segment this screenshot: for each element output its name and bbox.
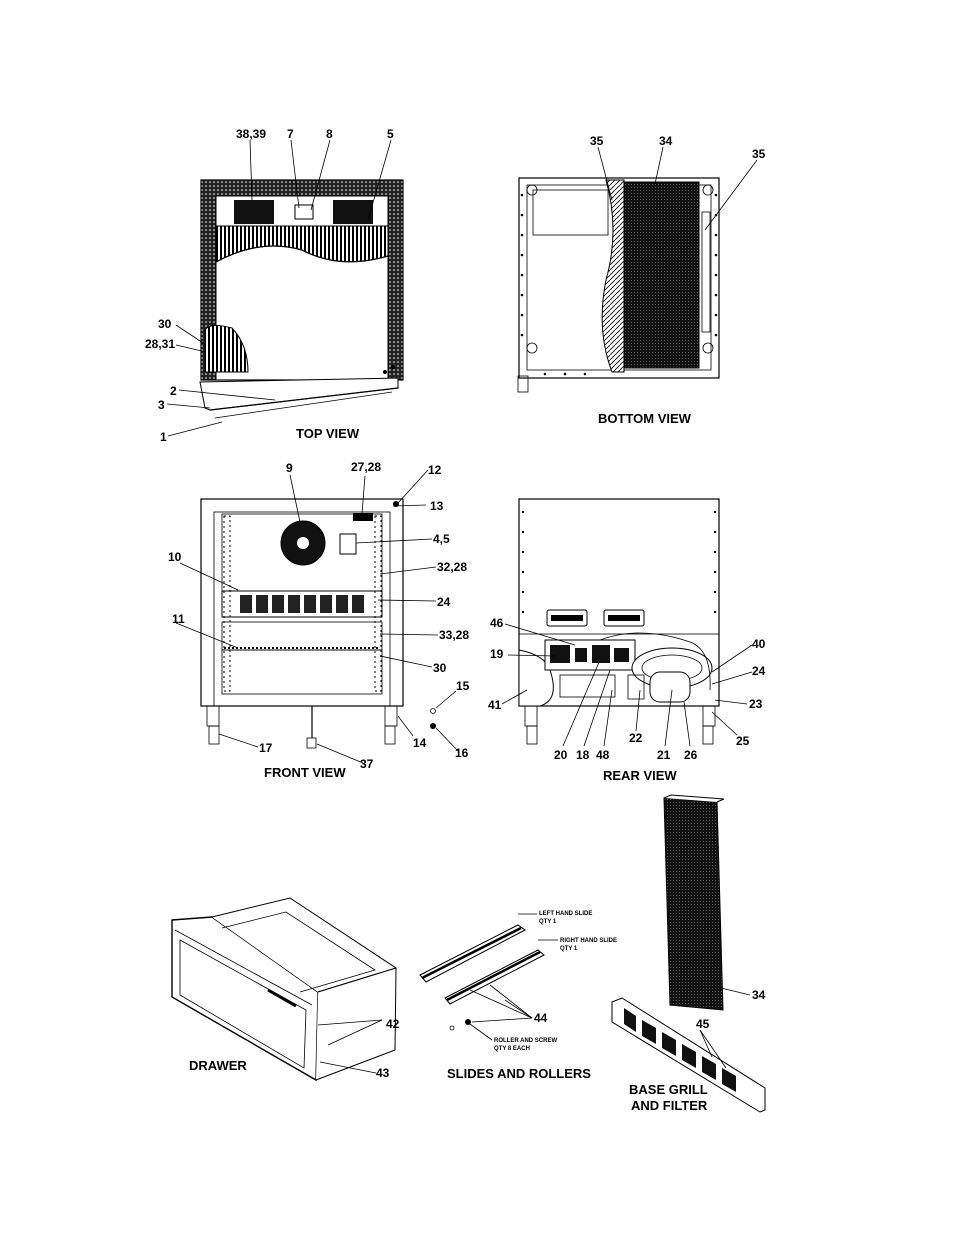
- base-grill-caption-1: BASE GRILL: [629, 1082, 708, 1097]
- top-view-controller: [294, 204, 314, 220]
- callout-3: 3: [158, 398, 165, 412]
- callout-30: 30: [158, 317, 172, 331]
- note-right-slide-1: RIGHT HAND SLIDE: [560, 938, 617, 944]
- callout-48: 48: [596, 748, 610, 762]
- callout-11: 11: [172, 612, 185, 626]
- front-view-drawer-slot: [221, 621, 383, 651]
- bottom-view-caption: BOTTOM VIEW: [598, 411, 692, 426]
- slides-and-rollers-detail: LEFT HAND SLIDE QTY 1 RIGHT HAND SLIDE Q…: [419, 911, 617, 1081]
- callout-9: 9: [286, 461, 293, 475]
- callout-34: 34: [659, 134, 673, 148]
- callout-1: 1: [160, 430, 167, 444]
- callout-19: 19: [490, 647, 504, 661]
- evaporator-coil-right: [333, 200, 373, 224]
- front-view-caption: FRONT VIEW: [264, 765, 346, 780]
- callout-30-front: 30: [433, 661, 447, 675]
- evaporator-coil-left: [234, 200, 274, 224]
- callout-23: 23: [749, 697, 763, 711]
- callout-28-31: 28,31: [145, 337, 175, 351]
- front-view-caster-left: [206, 705, 220, 727]
- callout-14: 14: [413, 736, 427, 750]
- note-left-slide-2: QTY 1: [539, 919, 557, 925]
- callout-18: 18: [576, 748, 590, 762]
- callout-13: 13: [430, 499, 444, 513]
- bottom-view-grill: [601, 179, 625, 373]
- front-view-caster-right: [384, 705, 398, 727]
- callout-10: 10: [168, 550, 182, 564]
- bottom-view-plate: [532, 189, 609, 236]
- callout-5: 5: [387, 127, 394, 141]
- rear-view-compressor: [649, 671, 691, 703]
- callout-12: 12: [428, 463, 442, 477]
- drawer-caption: DRAWER: [189, 1058, 247, 1073]
- callout-21: 21: [657, 748, 671, 762]
- callout-4-5: 4,5: [433, 532, 450, 546]
- callout-44: 44: [534, 1011, 548, 1025]
- note-left-slide-1: LEFT HAND SLIDE: [539, 911, 592, 917]
- note-roller-1: ROLLER AND SCREW: [494, 1038, 557, 1044]
- callout-15: 15: [456, 679, 470, 693]
- callout-2: 2: [170, 384, 177, 398]
- callout-16: 16: [455, 746, 469, 760]
- callout-24-rear: 24: [752, 664, 766, 678]
- front-view: 9 27,28 12 13 4,5 10 32,28 24 11 33,28 3…: [168, 460, 470, 780]
- drawer-detail: 42 43 DRAWER: [171, 897, 400, 1082]
- callout-41: 41: [488, 698, 502, 712]
- callout-24: 24: [437, 595, 451, 609]
- rear-view: 46 19 41 40 24 23 25 20 18 48 22 21 26 R…: [488, 498, 766, 783]
- note-right-slide-2: QTY 1: [560, 946, 578, 952]
- top-view-caption: TOP VIEW: [296, 426, 360, 441]
- callout-43: 43: [376, 1066, 390, 1080]
- callout-32-28: 32,28: [437, 560, 467, 574]
- bottom-view-filter: [623, 181, 700, 369]
- front-view-light: [353, 513, 373, 521]
- top-view-corner-liner: [204, 324, 249, 373]
- callout-8: 8: [326, 127, 333, 141]
- bottom-view-base: [518, 177, 720, 379]
- callout-37: 37: [360, 757, 374, 771]
- callout-35-left: 35: [590, 134, 604, 148]
- callout-42: 42: [386, 1017, 400, 1031]
- callout-45: 45: [696, 1017, 710, 1031]
- callout-35-right: 35: [752, 147, 766, 161]
- top-view-drawer-liner: [215, 225, 389, 263]
- roller: [465, 1019, 471, 1025]
- slides-caption: SLIDES AND ROLLERS: [447, 1066, 591, 1081]
- front-view-drawer-lower: [221, 649, 383, 695]
- callout-7: 7: [287, 127, 294, 141]
- callout-17: 17: [259, 741, 273, 755]
- top-view: 38,39 7 8 5 30 28,31 2 3 1 TOP VIEW: [145, 127, 404, 444]
- top-view-break-line: [215, 245, 389, 263]
- callout-27-28: 27,28: [351, 460, 381, 474]
- filter-panel: [663, 797, 724, 1011]
- callout-25: 25: [736, 734, 750, 748]
- top-view-drawer-front: [199, 377, 399, 411]
- callout-26: 26: [684, 748, 698, 762]
- callout-22: 22: [629, 731, 643, 745]
- note-roller-2: QTY 8 EACH: [494, 1046, 530, 1052]
- callout-46: 46: [490, 616, 504, 630]
- callout-40: 40: [752, 637, 766, 651]
- base-grill-detail: 34 45 BASE GRILL AND FILTER: [611, 794, 766, 1113]
- base-grill-caption-2: AND FILTER: [631, 1098, 708, 1113]
- callout-33-28: 33,28: [439, 628, 469, 642]
- callout-38-39: 38,39: [236, 127, 266, 141]
- callout-20: 20: [554, 748, 568, 762]
- front-view-switch: [339, 533, 357, 555]
- rear-view-caption: REAR VIEW: [603, 768, 677, 783]
- callout-34-filter: 34: [752, 988, 766, 1002]
- bottom-view: 35 34 35 BOTTOM VIEW: [517, 134, 766, 426]
- drawer-side: [315, 967, 397, 1081]
